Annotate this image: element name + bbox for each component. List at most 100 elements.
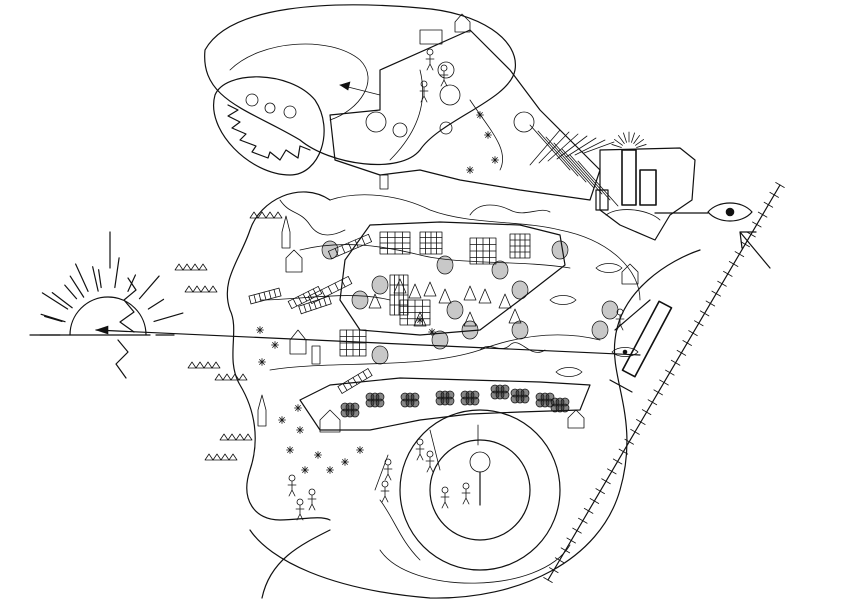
tree: [591, 320, 609, 340]
north-quarter: [329, 13, 619, 207]
glow-ray: [618, 135, 625, 144]
flower-mark: [279, 417, 285, 423]
sun-ray: [147, 298, 165, 310]
house-icon: [454, 13, 471, 33]
inner-contour: [329, 194, 641, 301]
rail-sleeper: [630, 428, 640, 435]
ladder-rung: [298, 305, 302, 315]
sun-ray: [138, 275, 160, 300]
rail-sleeper: [711, 290, 721, 297]
boat-icon: [227, 433, 237, 441]
ladders: [248, 233, 373, 394]
eye-icon: [549, 295, 577, 305]
coast-curve: [261, 529, 331, 599]
rail-sleeper: [641, 409, 652, 416]
stick-figure-head: [381, 480, 389, 488]
flower-mark: [272, 342, 278, 348]
boat-flotilla: [174, 211, 283, 461]
stick-figure-body: [439, 70, 449, 87]
pond-zigzag: [227, 104, 311, 161]
church-icon: [257, 394, 267, 427]
ladder-rung: [341, 245, 346, 254]
stick-figure-body: [425, 54, 435, 71]
rail-sleeper: [560, 547, 571, 554]
ladder-rung: [263, 291, 267, 301]
scribble-mark: [560, 403, 570, 413]
ladder-rung: [287, 301, 293, 309]
glow-ray: [611, 144, 622, 148]
rail-sleeper: [572, 527, 582, 534]
glow-ray: [614, 139, 623, 146]
house-icon: [478, 288, 492, 304]
stick-figure-body: [295, 504, 305, 521]
sun-ray: [74, 263, 89, 292]
grid-line: [569, 154, 611, 201]
wavy-street: [469, 204, 551, 216]
glow-ray: [635, 139, 644, 146]
town-outline-south-east: [249, 249, 701, 599]
flower-mark: [417, 317, 423, 323]
grid-line: [574, 139, 606, 156]
boat-icon: [211, 361, 221, 369]
sun-ray: [40, 313, 66, 323]
rail-sleeper: [763, 201, 774, 208]
stick-figure-head: [426, 48, 434, 56]
stick-figure-head: [308, 488, 316, 496]
south-block-row: [299, 342, 591, 431]
grid-line: [545, 136, 587, 183]
railway: [543, 182, 785, 583]
pond-tree: [283, 105, 297, 119]
house-icon: [408, 283, 422, 299]
boat-icon: [257, 211, 267, 219]
zigzag-ridge: [479, 342, 546, 353]
ladder-rung: [253, 294, 257, 303]
boat-icon: [184, 285, 194, 293]
rail-sleeper: [676, 349, 687, 356]
boat-icon: [187, 361, 197, 369]
scribble-mark: [410, 398, 420, 408]
stick-figure-head: [416, 438, 424, 446]
concentric-circles: [379, 409, 571, 584]
tree: [511, 320, 529, 340]
rail-sleeper: [636, 419, 646, 425]
lightning-bolt-lower: [115, 339, 129, 379]
rail-sleeper: [566, 537, 576, 544]
arrow-icon: [739, 231, 771, 269]
stick-figure-body: [380, 486, 390, 503]
flower-mark: [327, 467, 333, 473]
ladder-rung: [348, 242, 352, 251]
sun-ray-line: [95, 329, 641, 356]
ladder-rung: [337, 386, 343, 394]
house-icon: [319, 409, 341, 433]
rail-sleeper: [740, 241, 750, 248]
stick-figure-body: [419, 86, 429, 103]
tree: [446, 300, 464, 320]
ladder-rung: [314, 292, 319, 301]
ladder-rung: [327, 286, 333, 294]
grid-line: [565, 137, 597, 158]
sun-ray: [92, 266, 99, 292]
house-icon: [368, 293, 382, 309]
circle-outer: [399, 409, 561, 571]
ladder-rung: [278, 287, 282, 297]
flower-marks: [256, 111, 499, 474]
central-block: [321, 221, 619, 365]
town-outline-west: [226, 191, 331, 521]
path-mark: [374, 454, 389, 491]
house-icon: [463, 311, 477, 327]
boat-icon: [182, 263, 192, 271]
footpath: [379, 499, 421, 561]
house-icon: [508, 308, 522, 324]
grid-line: [583, 141, 615, 154]
north-quarter-outline: [329, 29, 601, 201]
rail-sleeper: [728, 261, 739, 267]
scribble-mark: [445, 396, 455, 406]
rail-sleeper: [775, 182, 785, 188]
stick-figure-head: [441, 486, 449, 494]
scribble-mark: [520, 394, 530, 404]
ladder-rung: [268, 290, 272, 299]
flower-mark: [297, 427, 303, 433]
scribble-mark: [350, 408, 360, 418]
pond-outline: [213, 76, 325, 176]
